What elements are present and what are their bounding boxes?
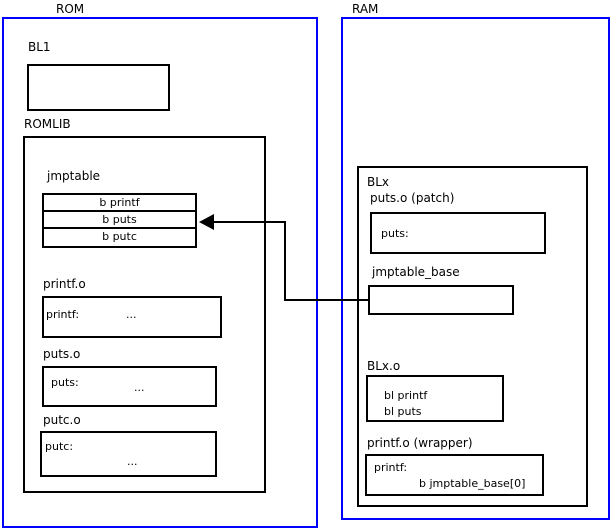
rom-title: ROM	[56, 2, 85, 16]
puts-o-box: puts: ...	[42, 366, 217, 407]
printf-wrapper-symbol: printf:	[374, 461, 408, 474]
jmptable-box: b printf b puts b putc	[42, 193, 197, 248]
ram-title: RAM	[352, 2, 379, 16]
jmptable-label: jmptable	[47, 169, 101, 183]
puts-patch-symbol: puts:	[381, 227, 409, 240]
putc-symbol: putc:	[45, 440, 74, 453]
puts-o-label: puts.o	[43, 347, 81, 361]
blx-o-label: BLx.o	[367, 359, 401, 373]
putc-body-ellipsis: ...	[127, 455, 138, 468]
puts-patch-box: puts:	[370, 212, 546, 254]
romlib-label: ROMLIB	[24, 117, 71, 131]
jmptable-base-label: jmptable_base	[372, 265, 460, 279]
printf-wrapper-instruction: b jmptable_base[0]	[419, 477, 526, 490]
printf-body-ellipsis: ...	[126, 308, 137, 321]
printf-wrapper-label: printf.o (wrapper)	[367, 436, 473, 450]
bl1-box	[27, 64, 170, 111]
putc-o-label: putc.o	[43, 413, 81, 427]
putc-o-box: putc: ...	[40, 431, 217, 477]
puts-symbol: puts:	[51, 376, 79, 389]
blx-label: BLx	[367, 175, 390, 189]
printf-symbol: printf:	[46, 308, 80, 321]
blx-o-box: bl printf bl puts	[366, 375, 504, 422]
printf-o-box: printf: ...	[42, 296, 222, 338]
puts-body-ellipsis: ...	[134, 381, 145, 394]
blx-o-instr-1: bl printf	[384, 389, 428, 402]
printf-o-label: printf.o	[43, 277, 86, 291]
jmptable-base-box	[368, 285, 514, 315]
puts-patch-label: puts.o (patch)	[370, 191, 455, 205]
bl1-label: BL1	[28, 40, 51, 54]
jmptable-row-putc: b putc	[42, 227, 197, 248]
printf-wrapper-box: printf: b jmptable_base[0]	[365, 454, 544, 496]
blx-o-instr-2: bl puts	[384, 405, 422, 418]
